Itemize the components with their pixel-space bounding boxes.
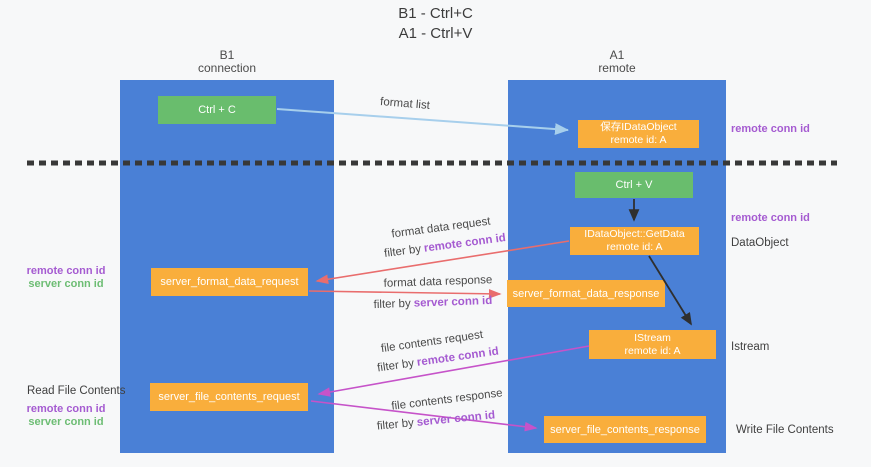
- node-save-idataobject-subtitle: remote id: A: [610, 134, 667, 146]
- left-lane-name: B1: [219, 48, 235, 62]
- node-save-idataobject: 保存IDataObject remote id: A: [578, 120, 699, 148]
- annotation-remote-conn-id-top: remote conn id: [731, 123, 810, 135]
- diagram-title: B1 - Ctrl+C A1 - Ctrl+V: [0, 4, 871, 44]
- node-istream-subtitle: remote id: A: [624, 344, 681, 357]
- server-conn-id-text: server conn id: [416, 409, 496, 429]
- node-istream: IStream remote id: A: [589, 330, 716, 359]
- right-lane-role: remote: [598, 61, 636, 75]
- right-lane-header: A1 remote: [508, 49, 726, 75]
- node-server-format-data-response: server_format_data_response: [507, 280, 665, 307]
- node-server-file-contents-response: server_file_contents_response: [544, 416, 706, 443]
- annotation-write-file-contents: Write File Contents: [736, 424, 834, 436]
- server-conn-id-text: server conn id: [413, 294, 493, 310]
- node-save-idataobject-title: 保存IDataObject: [600, 121, 677, 133]
- remote-conn-id-text: remote conn id: [416, 345, 500, 369]
- filter-by-text: filter by: [376, 357, 415, 375]
- annotation-read-file-contents: Read File Contents: [27, 385, 126, 397]
- node-getdata-title: IDataObject::GetData: [584, 228, 685, 240]
- node-server-format-data-request: server_format_data_request: [151, 268, 308, 296]
- format-data-response-arrow: [308, 289, 502, 299]
- right-lane-name: A1: [609, 48, 625, 62]
- annotation-remote-conn-id-mid: remote conn id: [731, 212, 810, 224]
- title-line-2: A1 - Ctrl+V: [398, 25, 473, 42]
- label-format-list: format list: [379, 96, 431, 112]
- annotation-conn-ids-left-bottom: remote conn id server conn id: [20, 403, 112, 429]
- left-lane-header: B1 connection: [120, 49, 334, 75]
- filter-by-text: filter by: [383, 243, 422, 260]
- annotation-istream: Istream: [731, 341, 770, 353]
- filter-by-text: filter by: [373, 297, 411, 312]
- filter-by-text: filter by: [376, 417, 415, 433]
- server-conn-id-label: server conn id: [28, 416, 104, 428]
- node-idataobject-getdata: IDataObject::GetData remote id: A: [570, 227, 699, 255]
- label-format-data-response: format data response: [383, 274, 493, 290]
- title-line-1: B1 - Ctrl+C: [398, 5, 473, 22]
- node-istream-title: IStream: [634, 331, 671, 344]
- annotation-conn-ids-left-top: remote conn id server conn id: [20, 265, 112, 291]
- node-server-file-contents-request: server_file_contents_request: [150, 383, 308, 411]
- remote-conn-id-label: remote conn id: [26, 403, 106, 415]
- node-getdata-subtitle: remote id: A: [606, 241, 663, 253]
- remote-conn-id-label: remote conn id: [26, 265, 106, 277]
- remote-conn-id-text: remote conn id: [423, 232, 507, 255]
- server-conn-id-label: server conn id: [28, 278, 104, 290]
- node-ctrl-c: Ctrl + C: [158, 96, 276, 124]
- annotation-dataobject: DataObject: [731, 237, 789, 249]
- node-ctrl-v: Ctrl + V: [575, 172, 693, 198]
- left-lane-role: connection: [197, 61, 257, 75]
